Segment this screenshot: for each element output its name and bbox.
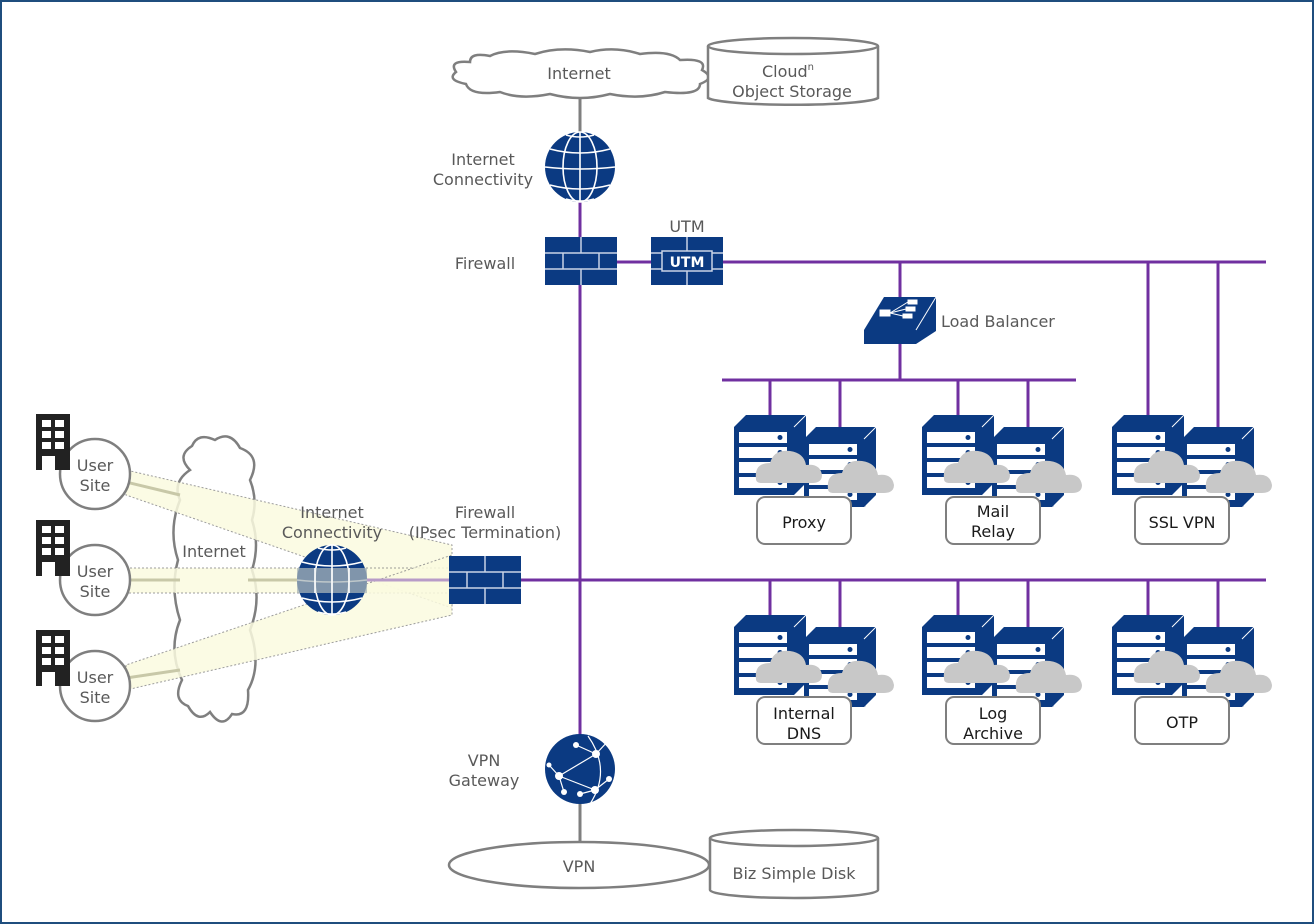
building-icon xyxy=(36,414,70,470)
utm-label: UTM xyxy=(669,217,704,236)
utm-badge-text: UTM xyxy=(670,255,705,271)
svg-text:Cloudn: Cloudn xyxy=(762,62,814,81)
server-pair-icon xyxy=(734,615,894,707)
user-site-label-line2: Site xyxy=(80,582,111,601)
object-storage-cylinder: Cloudn Object Storage xyxy=(706,36,880,107)
server-pair-icon xyxy=(922,415,1082,507)
internet-connectivity-label-line1: Internet xyxy=(451,150,515,169)
internet-connectivity-label-line2: Connectivity xyxy=(433,170,533,189)
user-site-label-line1: User xyxy=(77,668,114,687)
remote-internet-connectivity-label-line2: Connectivity xyxy=(282,523,382,542)
server-group-mail-relay[interactable]: Mail Relay xyxy=(922,415,1082,545)
biz-simple-disk-cylinder: Biz Simple Disk xyxy=(708,828,880,900)
server-group-label-line1: Log xyxy=(979,704,1008,723)
server-group-log-archive[interactable]: Log Archive xyxy=(922,615,1082,745)
utm-device: UTM xyxy=(650,236,724,286)
vpn-gateway-label-line1: VPN xyxy=(468,751,501,770)
remote-internet-connectivity-label-line1: Internet xyxy=(300,503,364,522)
firewall-icon xyxy=(544,236,618,286)
server-group-otp[interactable]: OTP xyxy=(1112,615,1272,745)
building-icon xyxy=(36,630,70,686)
remote-internet-connectivity-globe-icon xyxy=(296,544,368,616)
server-group-label: OTP xyxy=(1166,713,1198,732)
load-balancer-icon xyxy=(864,296,937,344)
user-site-2[interactable]: User Site xyxy=(36,520,132,617)
user-site-label-line2: Site xyxy=(80,476,111,495)
server-pair-icon xyxy=(1112,415,1272,507)
ipsec-tunnels xyxy=(125,469,453,691)
biz-simple-disk-label: Biz Simple Disk xyxy=(733,864,857,883)
server-group-label-line1: Mail xyxy=(977,502,1010,521)
server-group-label-line2: Archive xyxy=(963,724,1023,743)
server-group-ssl-vpn[interactable]: SSL VPN xyxy=(1112,415,1272,545)
vpn-network-label: VPN xyxy=(563,857,596,876)
ipsec-firewall-label-line1: Firewall xyxy=(455,503,515,522)
server-group-label-line2: Relay xyxy=(971,522,1015,541)
firewall-label: Firewall xyxy=(455,254,515,273)
user-site-label-line1: User xyxy=(77,562,114,581)
object-storage-line1: Cloud xyxy=(762,62,808,81)
server-pair-icon xyxy=(734,415,894,507)
server-group-proxy[interactable]: Proxy xyxy=(734,415,894,545)
object-storage-superscript: n xyxy=(808,62,814,73)
internet-cloud-top: Internet xyxy=(451,48,710,100)
server-pair-icon xyxy=(922,615,1082,707)
user-site-label-line2: Site xyxy=(80,688,111,707)
server-pair-icon xyxy=(1112,615,1272,707)
server-group-label: Proxy xyxy=(782,513,826,532)
vpn-gateway-icon xyxy=(545,734,615,805)
user-site-1[interactable]: User Site xyxy=(36,414,132,511)
server-group-label-line1: Internal xyxy=(773,704,835,723)
load-balancer-label: Load Balancer xyxy=(941,312,1055,331)
internet-cloud-label: Internet xyxy=(547,64,611,83)
vpn-network: VPN xyxy=(447,840,711,890)
object-storage-line2: Object Storage xyxy=(732,82,852,101)
server-group-label: SSL VPN xyxy=(1149,513,1216,532)
user-site-3[interactable]: User Site xyxy=(36,630,132,723)
internal-network-lines xyxy=(520,200,1266,736)
user-site-label-line1: User xyxy=(77,456,114,475)
building-icon xyxy=(36,520,70,576)
internet-cloud-remote-label: Internet xyxy=(182,542,246,561)
ipsec-firewall-icon xyxy=(448,555,522,605)
ipsec-firewall-label-line2: (IPsec Termination) xyxy=(409,523,561,542)
server-group-internal-dns[interactable]: Internal DNS xyxy=(734,615,894,745)
server-group-label-line2: DNS xyxy=(787,724,821,743)
internet-connectivity-globe-icon xyxy=(544,131,616,203)
vpn-gateway-label-line2: Gateway xyxy=(449,771,520,790)
